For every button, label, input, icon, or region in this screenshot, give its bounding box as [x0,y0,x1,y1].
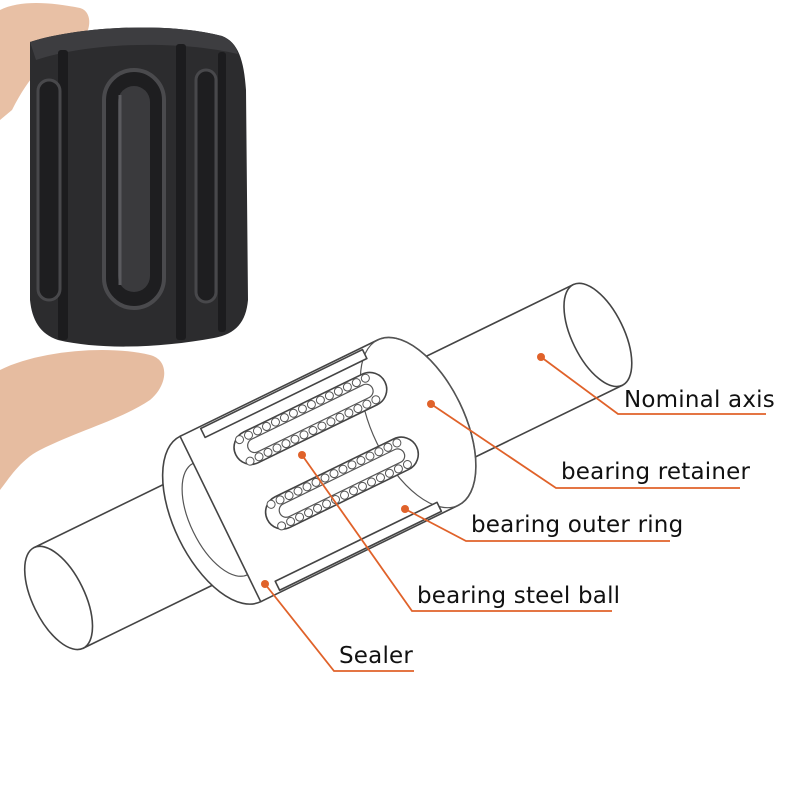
leader-bearing-retainer [430,403,740,489]
retainer-rib [176,44,186,340]
leader-nominal-axis [540,356,766,415]
ball-circuit-lower [264,436,420,530]
leader-dot-nominal-axis [537,353,545,361]
ball-circuit-upper-inner [247,383,374,454]
labels: Nominal axis bearing retainer bearing ou… [339,387,775,669]
leader-dot-bearing-retainer [427,400,435,408]
ball-track-slot [36,78,62,302]
retainer-rib [218,52,226,332]
label-nominal-axis: Nominal axis [624,387,775,413]
outer-ring-end [359,336,477,509]
ball-circuit-upper [233,371,388,466]
keyway-groove [274,501,443,592]
leader-dot-bearing-steel-ball [298,451,306,459]
label-bearing-outer-ring: bearing outer ring [471,512,683,538]
label-bearing-retainer: bearing retainer [561,459,751,485]
leader-dot-sealer [261,580,269,588]
ball-circuit-lower-inner [278,448,406,518]
leader-lines [261,353,766,672]
finger-shape [0,350,165,490]
bearing-drawing [23,282,633,651]
steel-balls-upper [235,373,381,466]
leader-sealer [264,583,414,672]
ball-track-slot [194,68,218,304]
steel-balls-lower [266,438,412,531]
leader-bearing-outer-ring [404,508,670,542]
retainer-photo [0,3,248,490]
label-bearing-steel-ball: bearing steel ball [417,583,620,609]
shaft-left-end [23,545,94,651]
keyway-groove [199,348,368,439]
leader-bearing-steel-ball [301,454,612,612]
retainer-top-rim [30,27,238,60]
leader-dot-bearing-outer-ring [401,505,409,513]
shaft-right-end [563,282,633,388]
ball-track-slot-inner [118,86,150,292]
label-sealer: Sealer [339,643,413,669]
